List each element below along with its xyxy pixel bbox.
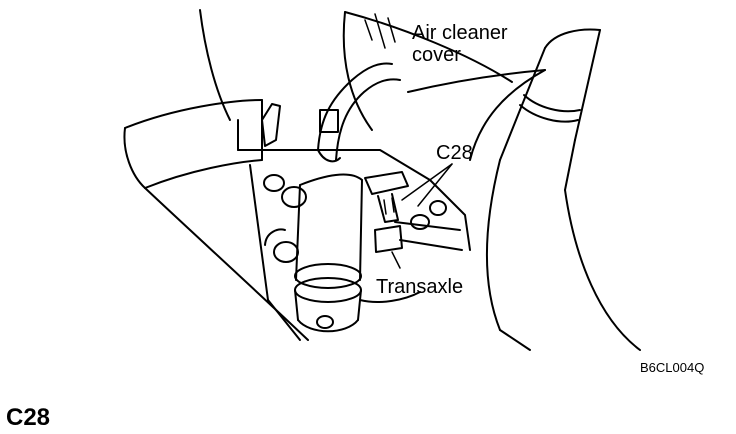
connector-heading: C28 <box>6 404 51 431</box>
bracket <box>261 103 281 147</box>
air-cleaner-cover-label: Air cleaner cover <box>412 22 508 66</box>
figure-code: B6CL004Q <box>640 360 705 375</box>
front-pipe <box>294 173 363 333</box>
transaxle-housing <box>237 149 471 341</box>
air-cleaner-label-line2: cover <box>412 44 461 66</box>
small-hose <box>317 62 401 163</box>
left-hose <box>123 99 263 189</box>
transaxle-label: Transaxle <box>376 276 464 298</box>
right-hose <box>485 28 641 351</box>
air-cleaner-label-line1: Air cleaner <box>412 22 508 44</box>
left-body-panel <box>144 9 309 341</box>
callout-leaders <box>391 163 453 269</box>
c28-connector <box>364 171 409 253</box>
connector-label: C28 <box>436 142 473 164</box>
